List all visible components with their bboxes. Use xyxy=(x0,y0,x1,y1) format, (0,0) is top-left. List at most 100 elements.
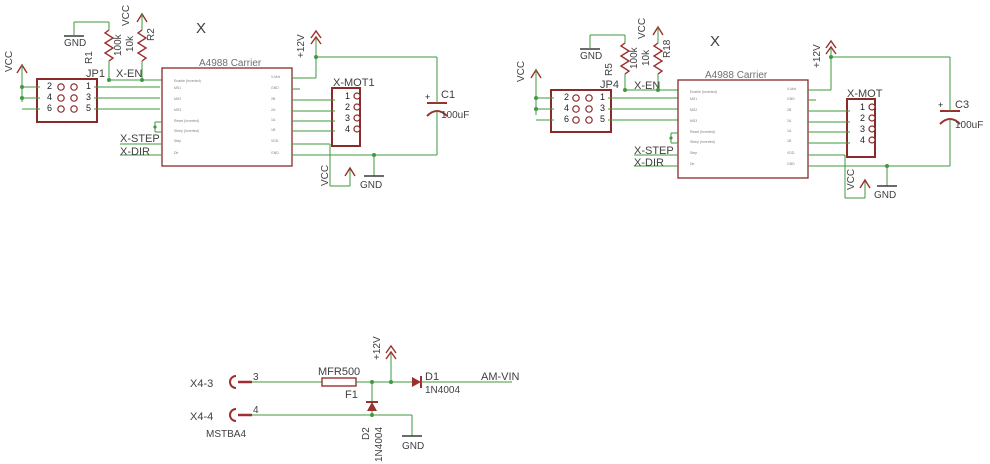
net-x-en: X-EN xyxy=(107,68,162,82)
svg-text:2A: 2A xyxy=(271,108,276,112)
svg-text:MFR500: MFR500 xyxy=(318,366,360,378)
capacitor-c1: + C1 100uF xyxy=(425,89,469,126)
svg-text:GND: GND xyxy=(271,151,279,155)
svg-text:+12V: +12V xyxy=(372,336,383,360)
net-x-step-dir: X-STEP X-DIR xyxy=(120,121,162,158)
svg-text:V-Mot: V-Mot xyxy=(787,87,796,91)
svg-text:VDD: VDD xyxy=(787,151,795,155)
svg-text:C1: C1 xyxy=(441,89,455,101)
svg-text:1: 1 xyxy=(600,92,605,102)
svg-text:+12V: +12V xyxy=(296,34,307,58)
svg-text:1A: 1A xyxy=(271,118,276,122)
svg-text:3: 3 xyxy=(345,113,350,123)
svg-text:2: 2 xyxy=(47,81,52,91)
svg-text:A4988 Carrier: A4988 Carrier xyxy=(705,70,768,81)
svg-text:X-MOT1: X-MOT1 xyxy=(333,77,375,89)
svg-text:X4-4: X4-4 xyxy=(190,411,213,423)
svg-text:4: 4 xyxy=(860,135,865,145)
svg-text:VCC: VCC xyxy=(4,51,15,72)
svg-text:Dir: Dir xyxy=(174,151,179,155)
svg-text:100k: 100k xyxy=(113,33,124,56)
svg-text:JP4: JP4 xyxy=(600,79,619,91)
svg-text:R5: R5 xyxy=(604,63,615,76)
section-title: X xyxy=(196,20,206,37)
motor-connector-x-mot: X-MOT 1 2 3 4 xyxy=(808,88,883,158)
capacitor-c3: + C3 100uF xyxy=(938,99,983,134)
motor-power-wiring: +12V + C3 100uF X-MOT 1 2 3 xyxy=(808,39,983,201)
svg-text:GND: GND xyxy=(402,441,424,452)
svg-text:3: 3 xyxy=(86,92,91,102)
svg-text:D1: D1 xyxy=(425,371,439,383)
svg-text:Step: Step xyxy=(174,139,181,143)
svg-text:GND: GND xyxy=(580,51,602,62)
svg-text:+: + xyxy=(938,100,943,110)
svg-text:GND: GND xyxy=(787,162,795,166)
svg-text:+12V: +12V xyxy=(812,44,823,68)
svg-text:MS3: MS3 xyxy=(174,108,181,112)
svg-text:Enable (Inverted): Enable (Inverted) xyxy=(174,79,201,83)
svg-text:MS3: MS3 xyxy=(690,119,697,123)
svg-text:X-DIR: X-DIR xyxy=(120,146,150,158)
svg-text:100uF: 100uF xyxy=(955,120,983,131)
gnd-symbol: GND xyxy=(580,34,625,62)
svg-text:F1: F1 xyxy=(345,389,358,401)
svg-text:6: 6 xyxy=(47,103,52,113)
svg-text:Sleep (Inverted): Sleep (Inverted) xyxy=(690,140,715,144)
svg-text:GND: GND xyxy=(787,97,795,101)
svg-text:X-EN: X-EN xyxy=(116,68,142,80)
resistor-r2: R2 10k xyxy=(125,28,157,80)
svg-text:2B: 2B xyxy=(787,108,792,112)
net-x-en: X-EN xyxy=(623,80,678,92)
svg-text:1B: 1B xyxy=(271,128,276,132)
gnd-symbol: GND xyxy=(402,415,424,452)
svg-text:VCC: VCC xyxy=(846,169,857,190)
x-driver-left: X GND R1 100k VCC R2 10k xyxy=(4,5,469,191)
svg-text:X-MOT: X-MOT xyxy=(847,88,883,100)
svg-text:4: 4 xyxy=(47,92,52,102)
svg-text:3: 3 xyxy=(253,372,259,383)
svg-text:3: 3 xyxy=(600,103,605,113)
svg-text:Reset (Inverted): Reset (Inverted) xyxy=(690,130,715,134)
svg-text:1N4004: 1N4004 xyxy=(374,427,385,462)
svg-text:V-Mot: V-Mot xyxy=(271,75,280,79)
svg-text:GND: GND xyxy=(360,180,382,191)
svg-text:X4-3: X4-3 xyxy=(190,378,213,390)
diode-d2: D2 1N4004 xyxy=(361,382,385,462)
x-driver-right: X GND R5 100k VCC R18 10k xyxy=(516,18,983,201)
svg-text:VCC: VCC xyxy=(121,5,132,26)
svg-text:10k: 10k xyxy=(641,49,652,66)
svg-text:Enable (Inverted): Enable (Inverted) xyxy=(690,90,717,94)
svg-text:Dir: Dir xyxy=(690,162,695,166)
vcc-symbol: VCC xyxy=(121,5,148,30)
svg-text:100uF: 100uF xyxy=(441,110,469,121)
svg-text:GND: GND xyxy=(64,38,86,49)
svg-text:1B: 1B xyxy=(787,139,792,143)
svg-text:JP1: JP1 xyxy=(86,68,105,80)
resistor-r18: R18 10k xyxy=(641,39,673,90)
svg-text:VCC: VCC xyxy=(516,61,527,82)
svg-text:Step: Step xyxy=(690,151,697,155)
svg-text:X-DIR: X-DIR xyxy=(634,157,664,169)
vcc-symbol-left: VCC xyxy=(516,61,542,115)
svg-text:2: 2 xyxy=(345,102,350,112)
svg-text:1: 1 xyxy=(860,102,865,112)
svg-text:D2: D2 xyxy=(361,427,372,440)
svg-text:MS2: MS2 xyxy=(690,108,697,112)
svg-text:MS1: MS1 xyxy=(690,97,697,101)
net-am-vin: AM-VIN xyxy=(481,371,520,383)
svg-text:4: 4 xyxy=(564,103,569,113)
svg-text:Sleep (Inverted): Sleep (Inverted) xyxy=(174,129,199,133)
terminal-block-mstba4: X4-3 X4-4 MSTBA4 3 4 xyxy=(190,372,259,440)
net-x-step-dir: X-STEP X-DIR xyxy=(634,132,678,169)
svg-text:X-EN: X-EN xyxy=(634,80,660,92)
gnd-symbol: GND xyxy=(64,21,109,49)
svg-text:VDD: VDD xyxy=(271,139,279,143)
svg-text:10k: 10k xyxy=(125,35,136,52)
svg-text:1: 1 xyxy=(86,81,91,91)
svg-text:4: 4 xyxy=(345,124,350,134)
resistor-r5: R5 100k xyxy=(604,35,640,90)
header-jp1: JP1 2 4 6 1 3 5 xyxy=(20,68,160,123)
svg-text:GND: GND xyxy=(874,190,896,201)
svg-text:C3: C3 xyxy=(955,99,969,111)
